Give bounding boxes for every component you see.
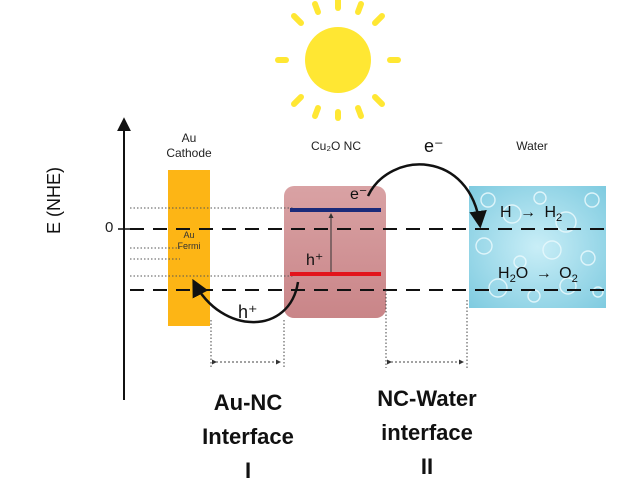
o2-product-sub: 2 xyxy=(571,273,578,286)
interface-I-label: Au-NC Interface I xyxy=(178,386,318,488)
interface-II-label: NC-Water interface II xyxy=(352,382,502,484)
h2-reaction: H → H2 xyxy=(500,204,562,224)
interface-II-line2: interface xyxy=(381,420,473,445)
zero-tick-label: 0 xyxy=(105,219,114,236)
interface-I-line1: Au-NC xyxy=(213,390,283,415)
hole-transfer-arrow xyxy=(192,278,300,324)
electron-transfer-arrow xyxy=(366,163,487,229)
water-label: Water xyxy=(516,139,548,153)
au-fermi-line1: Au xyxy=(183,230,195,240)
au-cathode-bar xyxy=(168,170,210,326)
water-block xyxy=(469,186,606,308)
hole-transfer-label: h⁺ xyxy=(238,302,258,322)
o2-arrow: → xyxy=(535,265,552,282)
electron-nc-label: e⁻ xyxy=(350,186,368,203)
h2-reactant: H xyxy=(500,204,512,221)
cu2o-nc-block xyxy=(284,186,386,318)
au-fermi-label: Au Fermi xyxy=(172,230,206,252)
o2-reaction: H2O → O2 xyxy=(498,265,578,285)
cu2o-nc-label: Cu₂O NC xyxy=(311,139,361,153)
interface-II-line3: II xyxy=(420,454,434,479)
electron-top-label: e⁻ xyxy=(424,136,444,156)
o2-product: O xyxy=(559,265,572,282)
au-cathode-label: Au Cathode xyxy=(153,131,225,161)
interface-I-line2: Interface xyxy=(202,424,294,449)
o2-reactant-o: O xyxy=(515,265,529,282)
h2-product: H xyxy=(544,204,557,221)
o2-reactant-h: H xyxy=(498,265,510,282)
au-cathode-label-line2: Cathode xyxy=(166,146,212,160)
hole-nc-label: h⁺ xyxy=(306,252,324,269)
h2-arrow: → xyxy=(520,204,537,221)
sun-icon xyxy=(275,0,401,121)
axis-label: E (NHE) xyxy=(44,167,64,234)
o2-reactant-sub: 2 xyxy=(509,273,516,286)
au-cathode-label-line1: Au xyxy=(181,131,197,145)
interface-I-line3: I xyxy=(244,458,252,483)
au-fermi-line2: Fermi xyxy=(177,241,201,251)
h2-product-sub: 2 xyxy=(556,212,563,225)
interface-II-line1: NC-Water xyxy=(377,386,477,411)
